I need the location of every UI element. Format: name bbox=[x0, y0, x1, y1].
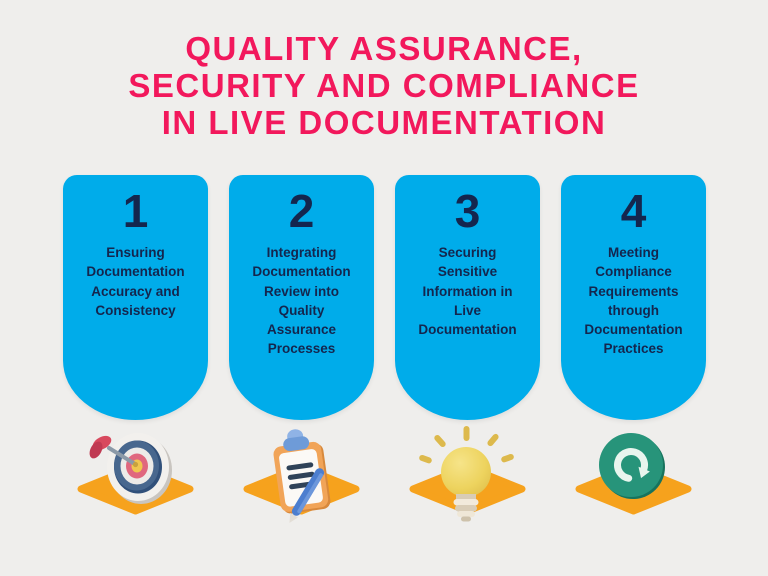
bulb bbox=[441, 447, 491, 522]
title-line-2: SECURITY AND COMPLIANCE bbox=[128, 67, 640, 104]
refresh-badge bbox=[599, 433, 665, 499]
title-line-1: QUALITY ASSURANCE, bbox=[185, 30, 583, 67]
step-number: 1 bbox=[122, 185, 149, 237]
lightbulb-icon bbox=[395, 420, 540, 550]
step-card-3: 3 Securing Sensitive Information in Live… bbox=[395, 175, 540, 420]
step-card-4: 4 Meeting Compliance Requirements throug… bbox=[561, 175, 706, 420]
step-number: 2 bbox=[288, 185, 315, 237]
page-title: QUALITY ASSURANCE, SECURITY AND COMPLIAN… bbox=[0, 30, 768, 141]
clipboard-pen-icon bbox=[229, 420, 374, 550]
step-label: Securing Sensitive Information in Live D… bbox=[418, 245, 517, 338]
step-label: Meeting Compliance Requirements through … bbox=[584, 245, 683, 357]
step-card-1: 1 Ensuring Documentation Accuracy and Co… bbox=[63, 175, 208, 420]
step-number: 4 bbox=[620, 185, 647, 237]
step-card-2: 2 Integrating Documentation Review into … bbox=[229, 175, 374, 420]
step-number: 3 bbox=[454, 185, 481, 237]
pen bbox=[289, 468, 325, 523]
steps-row: 1 Ensuring Documentation Accuracy and Co… bbox=[63, 175, 706, 420]
refresh-arrow-icon bbox=[561, 420, 706, 550]
dart bbox=[89, 435, 139, 468]
title-line-3: IN LIVE DOCUMENTATION bbox=[161, 104, 607, 141]
clipboard bbox=[273, 429, 331, 514]
icons-row bbox=[63, 420, 706, 550]
light-rays bbox=[419, 426, 514, 464]
step-label: Integrating Documentation Review into Qu… bbox=[252, 245, 351, 357]
step-label: Ensuring Documentation Accuracy and Cons… bbox=[86, 245, 185, 318]
dartboard-target-icon bbox=[63, 420, 208, 550]
